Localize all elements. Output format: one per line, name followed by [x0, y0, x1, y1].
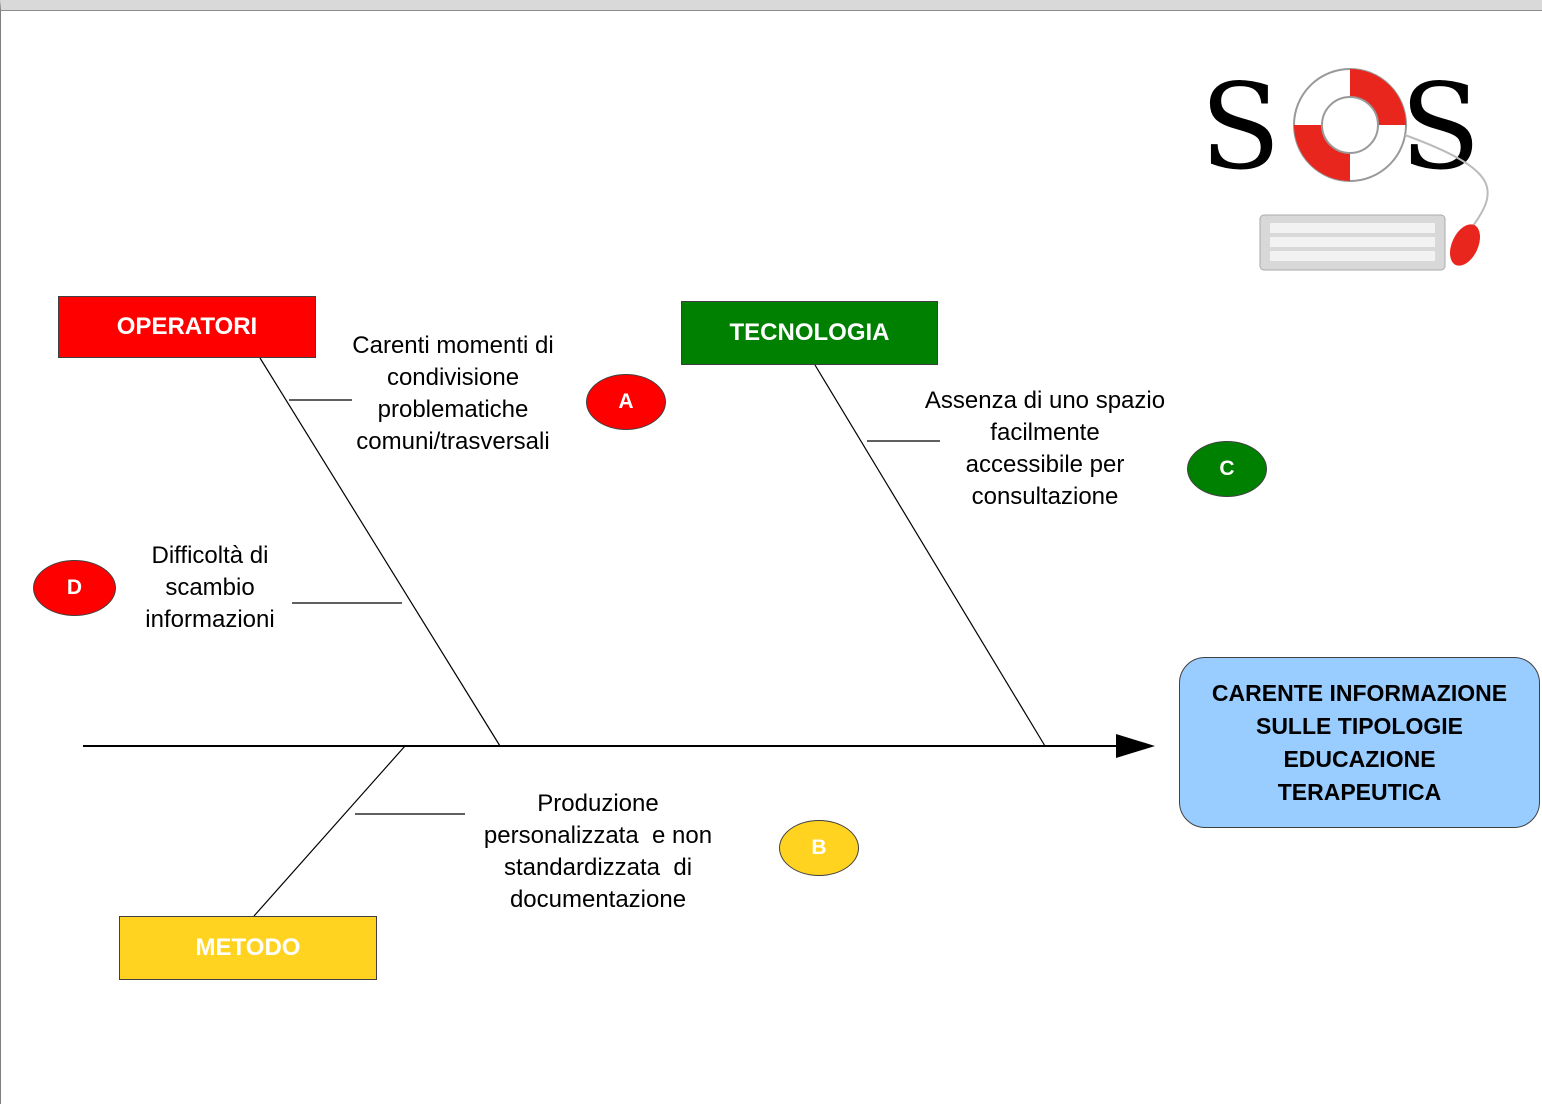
badge-d: D: [33, 560, 116, 616]
badge-c: C: [1187, 441, 1267, 497]
mouse-cable: [1404, 134, 1489, 231]
bone-operatori: [259, 357, 501, 747]
logo-letter-s-left: S: [1200, 58, 1281, 196]
cause-c-text: Assenza di uno spazio facilmente accessi…: [924, 387, 1166, 510]
lifebuoy-icon: [1293, 68, 1407, 182]
spine-arrowhead: [1116, 734, 1155, 758]
bone-metodo: [253, 745, 406, 917]
category-operatori: OPERATORI: [58, 296, 316, 358]
logo-letter-s-right: S: [1400, 58, 1481, 196]
keyboard-icon: [1259, 214, 1446, 271]
badge-a: A: [586, 374, 666, 430]
bone-tecnologia: [814, 364, 1046, 747]
sos-logo: S S: [1200, 58, 1489, 271]
cause-a-text: Carenti momenti di condivisione problema…: [352, 332, 554, 455]
mouse-icon: [1449, 224, 1481, 266]
top-divider: [0, 10, 1542, 11]
effect-box: CARENTE INFORMAZIONE SULLE TIPOLOGIE EDU…: [1179, 657, 1540, 828]
badge-b: B: [779, 820, 859, 876]
cause-b-text: Produzione personalizzata e non standard…: [483, 790, 713, 913]
category-metodo: METODO: [119, 916, 377, 980]
category-tecnologia: TECNOLOGIA: [681, 301, 938, 365]
cause-d-text: Difficoltà di scambio informazioni: [145, 542, 275, 633]
